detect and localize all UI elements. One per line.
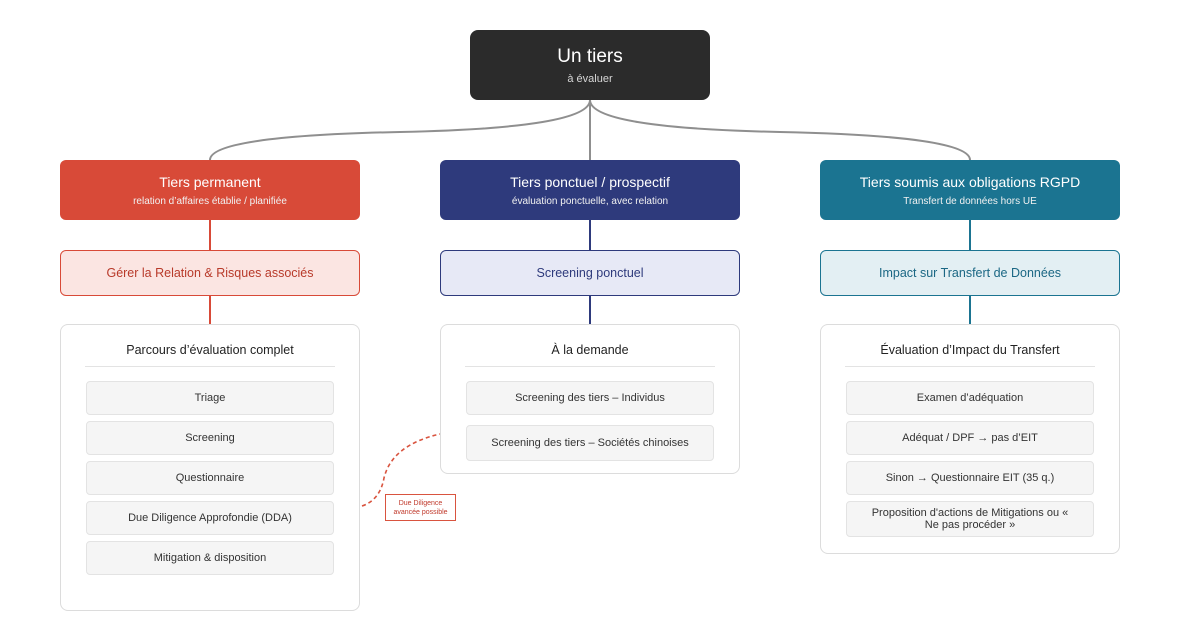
panel-evaluation-impact: Évaluation d’Impact du Transfert Examen … (820, 324, 1120, 554)
category-title: Tiers ponctuel / prospectif (510, 174, 670, 190)
step-questionnaire: Questionnaire (86, 461, 334, 495)
branch-line-right (589, 99, 971, 161)
subcategory-gerer-relation: Gérer la Relation & Risques associés (60, 250, 360, 296)
step-screening: Screening (86, 421, 334, 455)
category-title: Tiers soumis aux obligations RGPD (859, 174, 1081, 190)
panel-title: Évaluation d’Impact du Transfert (845, 343, 1095, 367)
branch-line-left (209, 99, 591, 161)
step-triage: Triage (86, 381, 334, 415)
step-dda: Due Diligence Approfondie (DDA) (86, 501, 334, 535)
subcategory-impact-transfert: Impact sur Transfert de Données (820, 250, 1120, 296)
subcategory-screening-ponctuel: Screening ponctuel (440, 250, 740, 296)
category-subtitle: relation d’affaires établie / planifiée (133, 196, 287, 207)
category-subtitle: Transfert de données hors UE (903, 196, 1037, 207)
root-title: Un tiers (557, 46, 623, 67)
step-screening-individus: Screening des tiers – Individus (466, 381, 714, 415)
step-mitigation: Mitigation & disposition (86, 541, 334, 575)
step-screening-societes-chinoises: Screening des tiers – Sociétés chinoises (466, 425, 714, 461)
step-questionnaire-eit: Sinon → Questionnaire EIT (35 q.) (846, 461, 1094, 495)
step-proposition-mitigations: Proposition d'actions de Mitigations ou … (846, 501, 1094, 537)
step-adequat-dpf: Adéquat / DPF → pas d’EIT (846, 421, 1094, 455)
category-tiers-permanent: Tiers permanent relation d’affaires étab… (60, 160, 360, 220)
step-examen-adequation: Examen d’adéquation (846, 381, 1094, 415)
root-subtitle: à évaluer (567, 73, 613, 85)
category-tiers-ponctuel: Tiers ponctuel / prospectif évaluation p… (440, 160, 740, 220)
category-subtitle: évaluation ponctuelle, avec relation (511, 196, 669, 207)
callout-due-diligence: Due Diligence avancée possible (385, 494, 456, 521)
category-tiers-rgpd: Tiers soumis aux obligations RGPD Transf… (820, 160, 1120, 220)
callout-line1: Due Diligence (398, 499, 443, 507)
category-title: Tiers permanent (159, 174, 261, 190)
callout-line2: avancée possible (393, 508, 448, 516)
panel-title: À la demande (465, 343, 715, 367)
panel-parcours-complet: Parcours d’évaluation complet Triage Scr… (60, 324, 360, 611)
root-node: Un tiers à évaluer (470, 30, 710, 100)
panel-a-la-demande: À la demande Screening des tiers – Indiv… (440, 324, 740, 474)
panel-title: Parcours d’évaluation complet (85, 343, 335, 367)
